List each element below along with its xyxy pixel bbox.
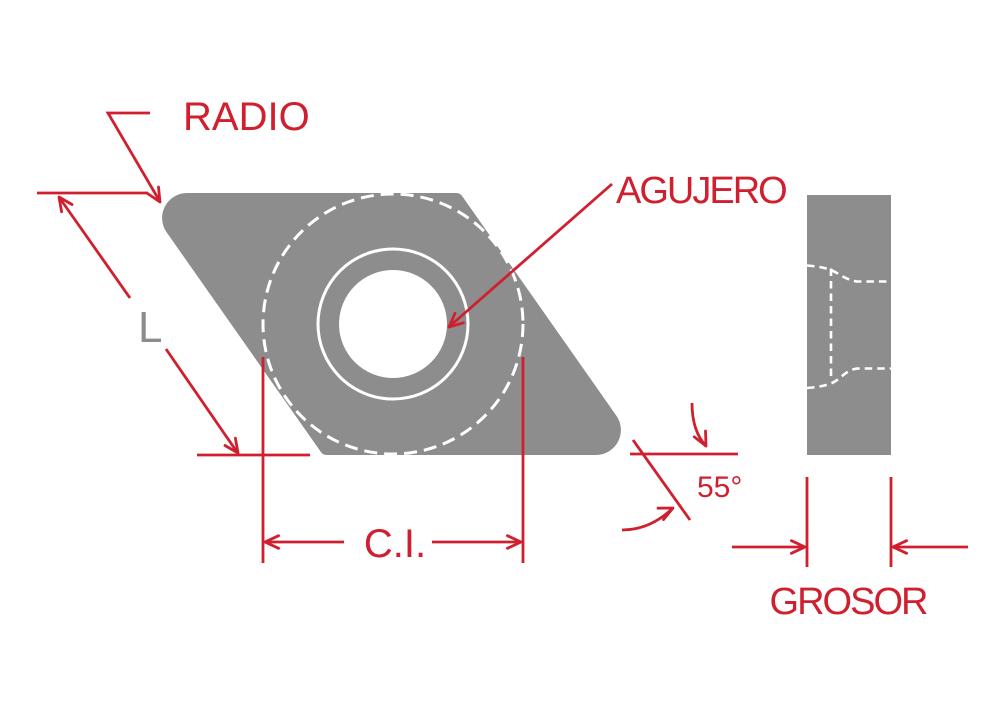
thickness-arrowhead-right: [891, 539, 908, 555]
insert-side-view: [807, 195, 891, 455]
radius-label: RADIO: [183, 95, 310, 139]
length-dim-line-lower: [164, 348, 239, 453]
length-label: L: [138, 303, 162, 352]
angle-slant-line: [631, 439, 692, 521]
thickness-label: GROSOR: [770, 581, 927, 623]
length-arrowhead-bottom: [223, 436, 240, 455]
side-hole-profile-bottom-dashed: [806, 367, 891, 390]
hole: [339, 270, 447, 378]
radius-arrowhead: [146, 185, 162, 204]
angle-label: 55°: [697, 471, 742, 504]
radius-leader: [105, 111, 161, 201]
hole-leader: [449, 182, 613, 328]
length-dim-line-upper: [58, 197, 132, 299]
ci-label: C.I.: [364, 522, 426, 566]
hole-arrowhead: [447, 311, 465, 329]
angle-arc-bottom-arrowhead: [656, 506, 675, 521]
hole-counterbore-ring: [316, 247, 470, 401]
ci-arrowhead-left: [263, 534, 281, 550]
ci-arrowhead-right: [505, 534, 523, 550]
angle-arc-top-arrowhead: [692, 429, 708, 448]
thickness-arrowhead-left: [790, 539, 807, 555]
hole-label: AGUJERO: [616, 170, 786, 212]
length-arrowhead-top: [57, 195, 74, 214]
inscribed-circle-dashed: [261, 192, 525, 456]
